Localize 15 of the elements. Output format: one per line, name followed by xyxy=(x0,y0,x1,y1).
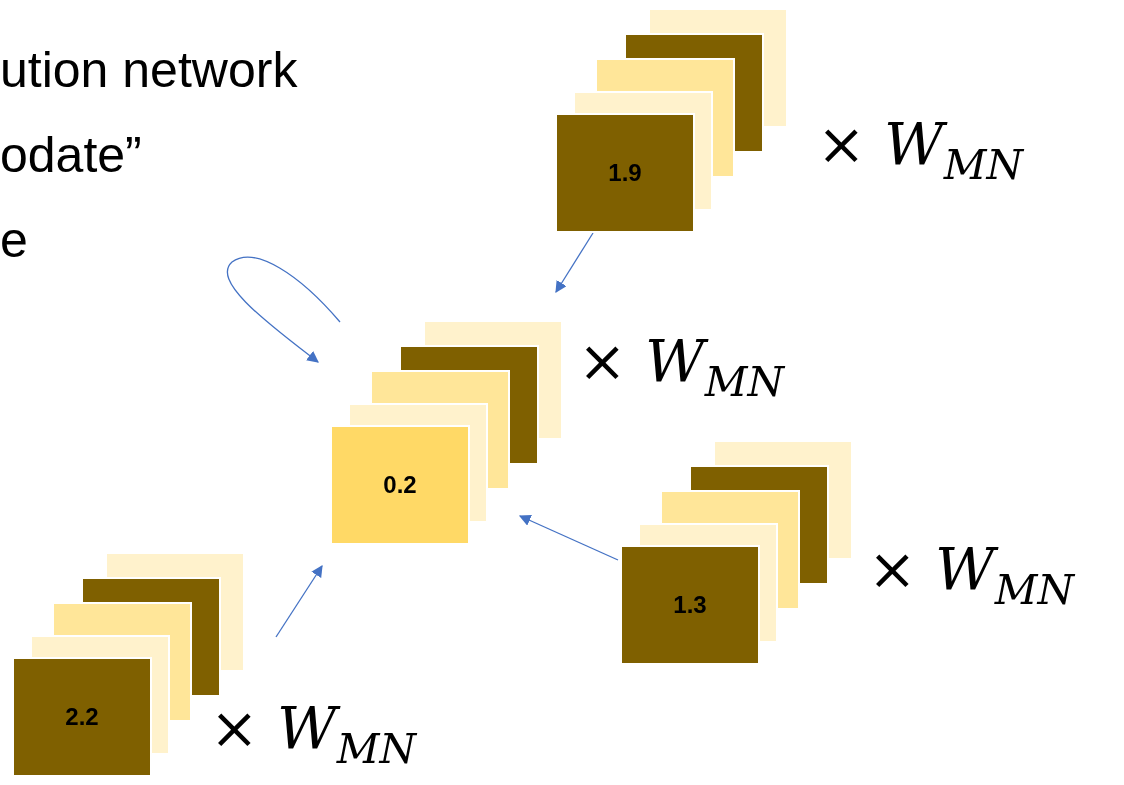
weight-multiplier: × W$_{MN}$ xyxy=(578,332,784,403)
weight-multiplier: × W$_{MN}$ xyxy=(817,115,1023,186)
weight-multiplier: × W$_{MN}$ xyxy=(868,540,1074,611)
node-value: 0.2 xyxy=(383,471,417,499)
node-value: 1.3 xyxy=(673,591,707,619)
arrow xyxy=(518,515,619,561)
arrow xyxy=(275,565,323,638)
arrow xyxy=(226,256,341,363)
weight-multiplier: × W$_{MN}$ xyxy=(210,699,416,770)
node-value: 1.9 xyxy=(608,159,642,187)
heading-text: e xyxy=(0,215,28,265)
heading-text: odate” xyxy=(0,130,142,180)
node-value: 2.2 xyxy=(65,703,99,731)
heading-text: ution network xyxy=(0,45,298,95)
arrow xyxy=(555,232,594,293)
